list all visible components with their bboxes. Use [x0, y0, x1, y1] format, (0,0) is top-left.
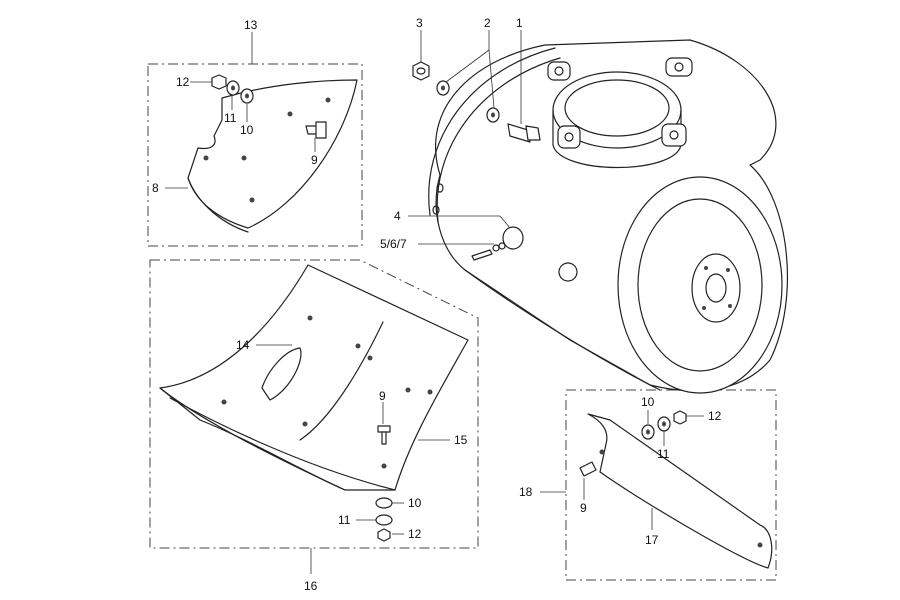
callout-3: 3: [416, 16, 423, 30]
callout-11: 11: [657, 447, 670, 461]
trough-14-15: [159, 264, 469, 491]
callout-15: 15: [454, 433, 468, 447]
callout-10: 10: [240, 123, 254, 137]
drum-housing: [428, 39, 789, 394]
callout-12: 12: [408, 527, 422, 541]
flat-plate-17: [587, 413, 773, 569]
leader-lines: [165, 30, 704, 574]
hardware-upper: [211, 74, 327, 139]
callout-9: 9: [580, 501, 587, 515]
callout-14: 14: [236, 338, 250, 352]
callout-4: 4: [394, 209, 401, 223]
group-box-18: [565, 389, 777, 581]
collar-clamps: [547, 57, 693, 149]
callout-11: 11: [338, 513, 351, 527]
callout-9: 9: [379, 389, 386, 403]
callout-16: 16: [304, 579, 318, 593]
callout-labels: 1 2 3 4 5/6/7 13 12 11 10 9 8 14 9 15 10…: [152, 16, 722, 593]
group-box-13: [147, 63, 363, 247]
callout-9: 9: [311, 153, 318, 167]
drum-hardware: [412, 61, 541, 261]
callout-8: 8: [152, 181, 159, 195]
callout-1: 1: [516, 16, 523, 30]
side-plate-8: [187, 79, 358, 233]
hardware-right: [579, 410, 687, 477]
callout-17: 17: [645, 533, 659, 547]
callout-11: 11: [224, 111, 237, 125]
callout-13: 13: [244, 18, 258, 32]
hardware-lower: [375, 425, 393, 542]
callout-2: 2: [484, 16, 491, 30]
callout-12: 12: [176, 75, 190, 89]
callout-10: 10: [408, 496, 422, 510]
callout-18: 18: [519, 485, 533, 499]
callout-12: 12: [708, 409, 722, 423]
callout-5-6-7: 5/6/7: [380, 237, 407, 251]
callout-10: 10: [641, 395, 655, 409]
group-box-16: [149, 259, 479, 549]
